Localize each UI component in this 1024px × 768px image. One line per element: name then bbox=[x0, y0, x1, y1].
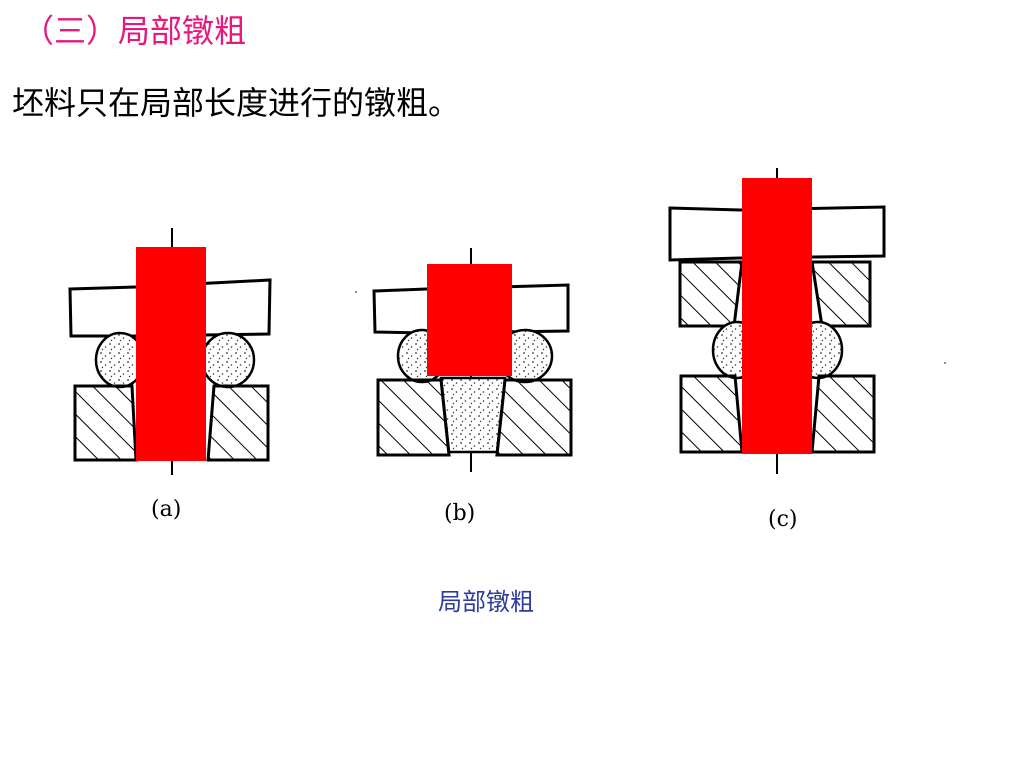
panel-a bbox=[68, 228, 272, 475]
panel-a-label: (a) bbox=[151, 497, 182, 522]
panel-c-lower-die-left bbox=[679, 374, 744, 454]
panel-b-workpiece-stem bbox=[439, 376, 507, 454]
panel-c bbox=[668, 168, 886, 474]
panel-a-workpiece-right-bulge bbox=[200, 331, 256, 389]
panel-b-label: (b) bbox=[444, 501, 476, 526]
panel-b-lower-die-right bbox=[495, 378, 573, 457]
scan-dot bbox=[355, 291, 357, 293]
panel-c-upper-insert-right bbox=[810, 260, 872, 328]
panel-a-lower-die-right bbox=[206, 384, 270, 462]
panel-c-lower-die-right bbox=[810, 374, 876, 454]
slide-title: （三）局部镦粗 bbox=[22, 12, 247, 50]
panel-a-red-overlay bbox=[136, 247, 206, 461]
scan-dot bbox=[944, 362, 946, 364]
panel-c-red-overlay bbox=[742, 178, 812, 454]
panel-a-lower-die-left bbox=[73, 384, 138, 462]
upsetting-diagram bbox=[68, 168, 946, 475]
panel-b bbox=[372, 248, 573, 472]
figure-caption: 局部镦粗 bbox=[438, 588, 534, 616]
slide-subtitle: 坯料只在局部长度进行的镦粗。 bbox=[12, 84, 461, 122]
panel-c-upper-insert-left bbox=[678, 260, 744, 328]
panel-b-red-overlay bbox=[427, 264, 512, 376]
panel-c-label: (c) bbox=[768, 507, 798, 532]
panel-b-lower-die-left bbox=[376, 378, 451, 457]
